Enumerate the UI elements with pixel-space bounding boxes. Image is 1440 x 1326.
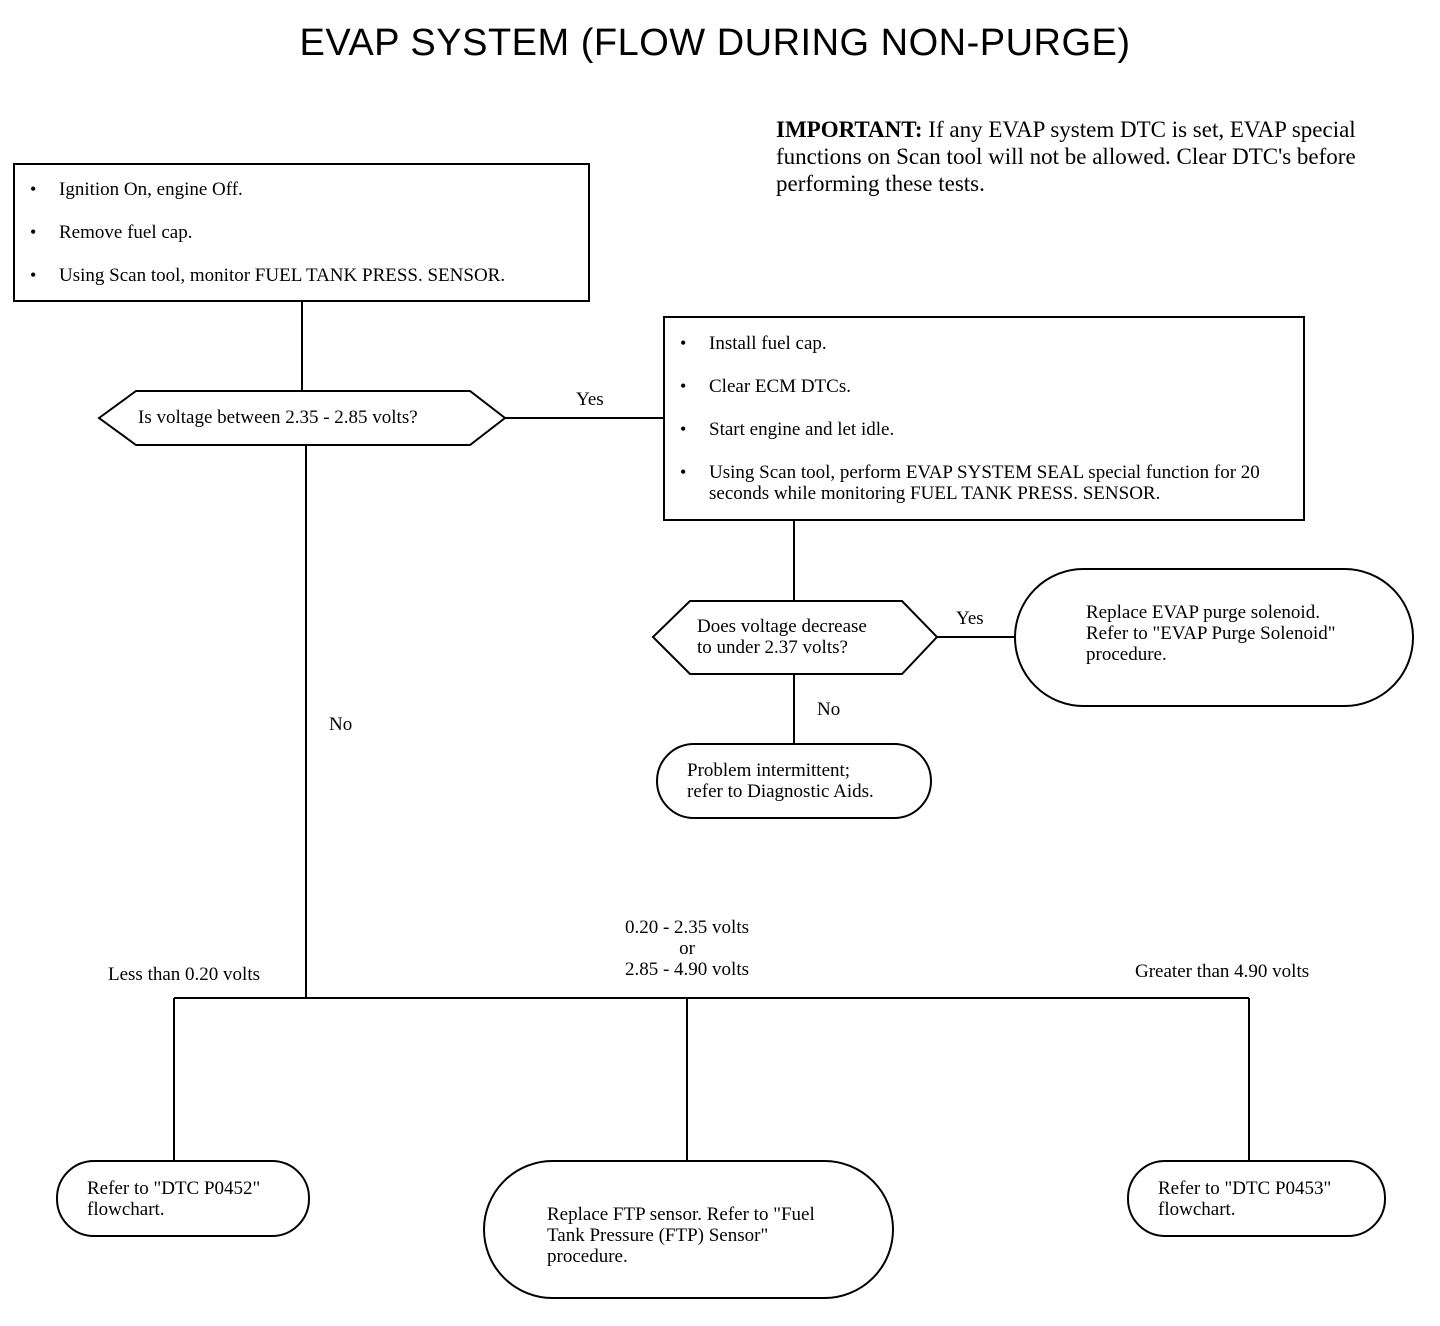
result-replace-ftp-sensor: Replace FTP sensor. Refer to "Fuel Tank … — [483, 1160, 894, 1299]
start-steps-box: •Ignition On, engine Off. •Remove fuel c… — [13, 163, 590, 302]
bullet-icon: • — [680, 376, 687, 396]
start-step: •Using Scan tool, monitor FUEL TANK PRES… — [30, 265, 506, 286]
bullet-icon: • — [30, 222, 37, 242]
decision-voltage-shape — [97, 390, 507, 446]
branch-label-mid: 0.20 - 2.35 volts or 2.85 - 4.90 volts — [624, 917, 750, 980]
result-dtc-p0452: Refer to "DTC P0452" flowchart. — [56, 1160, 310, 1237]
result-dtc-p0453: Refer to "DTC P0453" flowchart. — [1127, 1160, 1386, 1237]
bullet-icon: • — [30, 265, 37, 285]
important-text: If any EVAP system DTC is set, EVAP spec… — [776, 117, 1356, 196]
seal-step: •Install fuel cap. — [680, 333, 827, 354]
seal-test-steps-box: •Install fuel cap. •Clear ECM DTCs. •Sta… — [663, 316, 1305, 521]
start-step: •Remove fuel cap. — [30, 222, 193, 243]
seal-step: •Clear ECM DTCs. — [680, 376, 851, 397]
branch-label-less: Less than 0.20 volts — [108, 964, 260, 985]
decision-decrease-text: Does voltage decrease to under 2.37 volt… — [697, 616, 867, 658]
important-heading: IMPORTANT: — [776, 117, 923, 142]
bullet-icon: • — [30, 179, 37, 199]
decision-voltage-text: Is voltage between 2.35 - 2.85 volts? — [138, 407, 418, 428]
bullet-icon: • — [680, 462, 687, 482]
seal-step: •Start engine and let idle. — [680, 419, 895, 440]
seal-step: •Using Scan tool, perform EVAP SYSTEM SE… — [680, 462, 1260, 504]
bullet-icon: • — [680, 333, 687, 353]
label-no: No — [817, 699, 841, 720]
important-note: IMPORTANT: If any EVAP system DTC is set… — [776, 116, 1396, 197]
start-step: •Ignition On, engine Off. — [30, 179, 243, 200]
label-no: No — [329, 714, 353, 735]
bullet-icon: • — [680, 419, 687, 439]
label-yes: Yes — [576, 389, 604, 410]
problem-intermittent-terminal: Problem intermittent; refer to Diagnosti… — [656, 743, 932, 819]
replace-purge-solenoid-terminal: Replace EVAP purge solenoid. Refer to "E… — [1014, 568, 1414, 707]
label-yes: Yes — [956, 608, 984, 629]
branch-label-greater: Greater than 4.90 volts — [1135, 961, 1310, 982]
page-title: EVAP SYSTEM (FLOW DURING NON-PURGE) — [299, 22, 1131, 64]
decision-decrease-shape — [651, 600, 939, 675]
